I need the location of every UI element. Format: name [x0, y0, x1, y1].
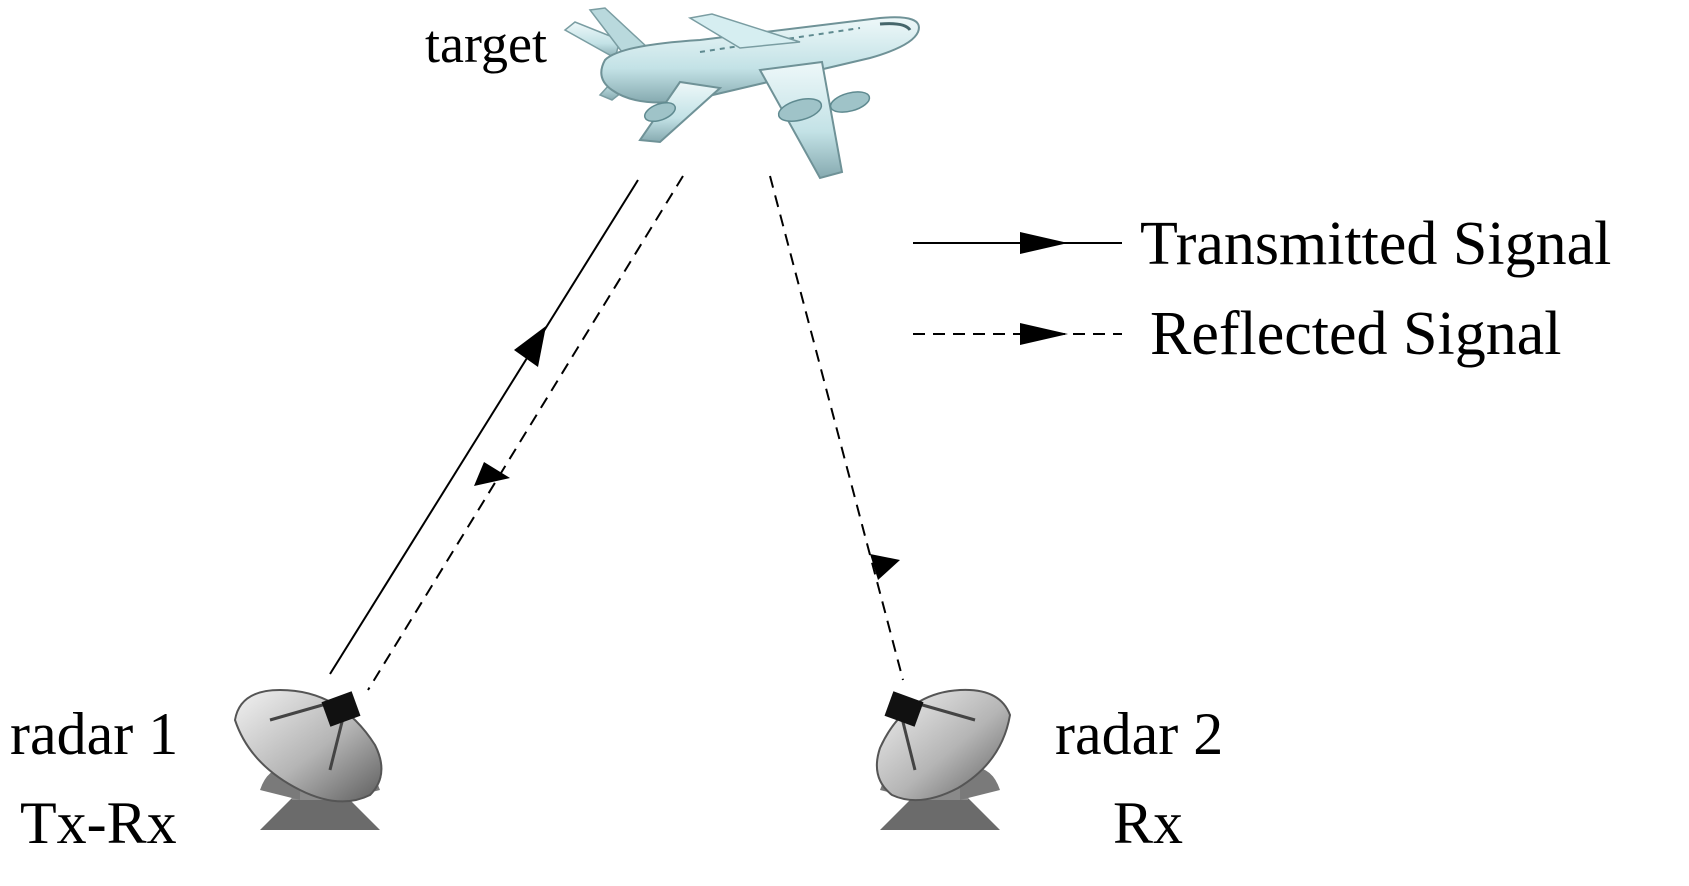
legend-transmitted-arrowhead: [1020, 232, 1068, 254]
reflected-signal-path-radar1: [367, 175, 684, 691]
target-label: target: [425, 14, 547, 74]
radar-1-role: Tx-Rx: [20, 790, 177, 856]
transmitted-arrowhead: [514, 326, 546, 367]
legend-transmitted: Transmitted Signal: [913, 210, 1611, 278]
legend-reflected-label: Reflected Signal: [1150, 300, 1561, 368]
legend-reflected-arrowhead: [1020, 323, 1068, 345]
radar-1-dish-icon: [233, 688, 383, 830]
legend-transmitted-label: Transmitted Signal: [1140, 210, 1611, 278]
transmitted-signal-path: [329, 179, 639, 675]
legend: Transmitted Signal Reflected Signal: [913, 210, 1611, 368]
radar-2-name: radar 2: [1055, 701, 1223, 767]
radar-2-role: Rx: [1113, 790, 1183, 856]
reflected-arrowhead-radar2: [870, 554, 900, 580]
airplane-icon: [563, 7, 920, 180]
reflected-arrowhead-radar1: [474, 462, 510, 486]
legend-reflected: Reflected Signal: [913, 300, 1561, 368]
radar-1-name: radar 1: [10, 701, 178, 767]
radar-2-dish-icon: [876, 688, 1012, 830]
reflected-signal-path-radar2: [769, 175, 904, 681]
